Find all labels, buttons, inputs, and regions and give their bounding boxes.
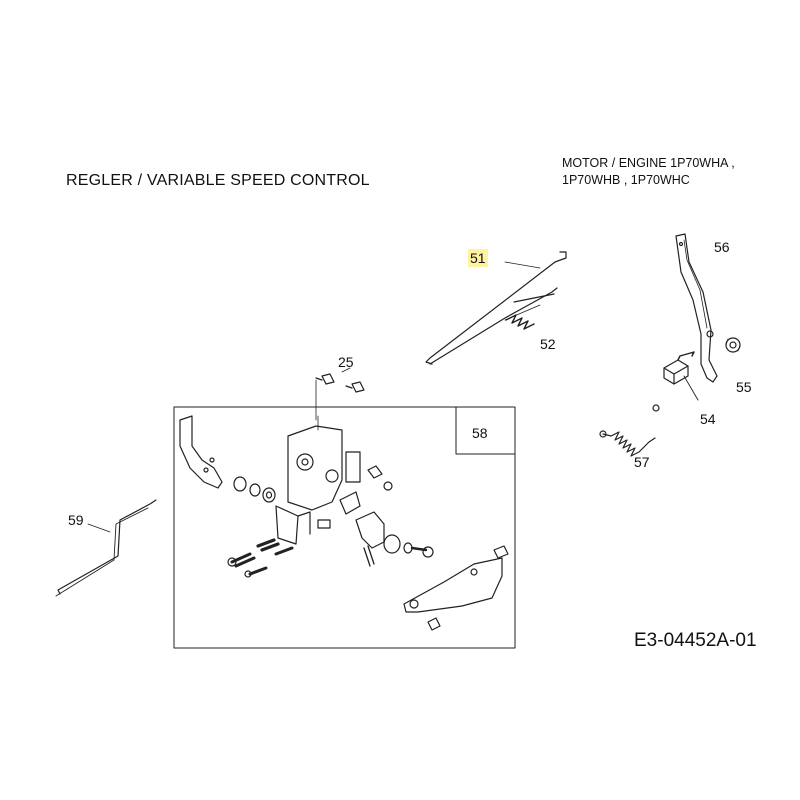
assembly-bottom-plate: [403, 545, 509, 631]
callout-54: 54: [700, 411, 716, 427]
assembly-right-linkage: [355, 511, 434, 558]
part-52-spring: [429, 287, 558, 365]
engine-info: MOTOR / ENGINE 1P70WHA , 1P70WHB , 1P70W…: [562, 155, 735, 189]
assembly-small-bracket: [275, 491, 361, 545]
callout-59: 59: [68, 512, 84, 528]
callout-52: 52: [540, 336, 556, 352]
callout-56: 56: [714, 239, 730, 255]
part-56-lever: [675, 233, 718, 383]
engine-line-1: MOTOR / ENGINE 1P70WHA ,: [562, 156, 735, 170]
part-55-nut: [725, 337, 741, 353]
callout-25: 25: [338, 354, 354, 370]
assembly-box-58: [173, 406, 516, 649]
part-51-rod: [425, 251, 567, 365]
part-57-spring: [599, 404, 660, 457]
callout-57: 57: [634, 454, 650, 470]
drawing-code: E3-04452A-01: [634, 630, 757, 651]
callout-58: 58: [472, 425, 488, 441]
part-59-rod: [55, 499, 157, 597]
assembly-screws: [227, 538, 375, 578]
callout-55: 55: [736, 379, 752, 395]
assembly-central-plate: [287, 415, 361, 511]
engine-line-2: 1P70WHB , 1P70WHC: [562, 173, 690, 187]
assembly-washers: [233, 465, 393, 503]
assembly-left-lever: [179, 415, 223, 489]
callout-51-label: 51: [468, 249, 488, 267]
part-54-bracket: [663, 351, 699, 401]
callout-51: 51: [468, 249, 488, 267]
part-25-screws: [315, 367, 365, 421]
diagram-title: REGLER / VARIABLE SPEED CONTROL: [66, 172, 370, 189]
